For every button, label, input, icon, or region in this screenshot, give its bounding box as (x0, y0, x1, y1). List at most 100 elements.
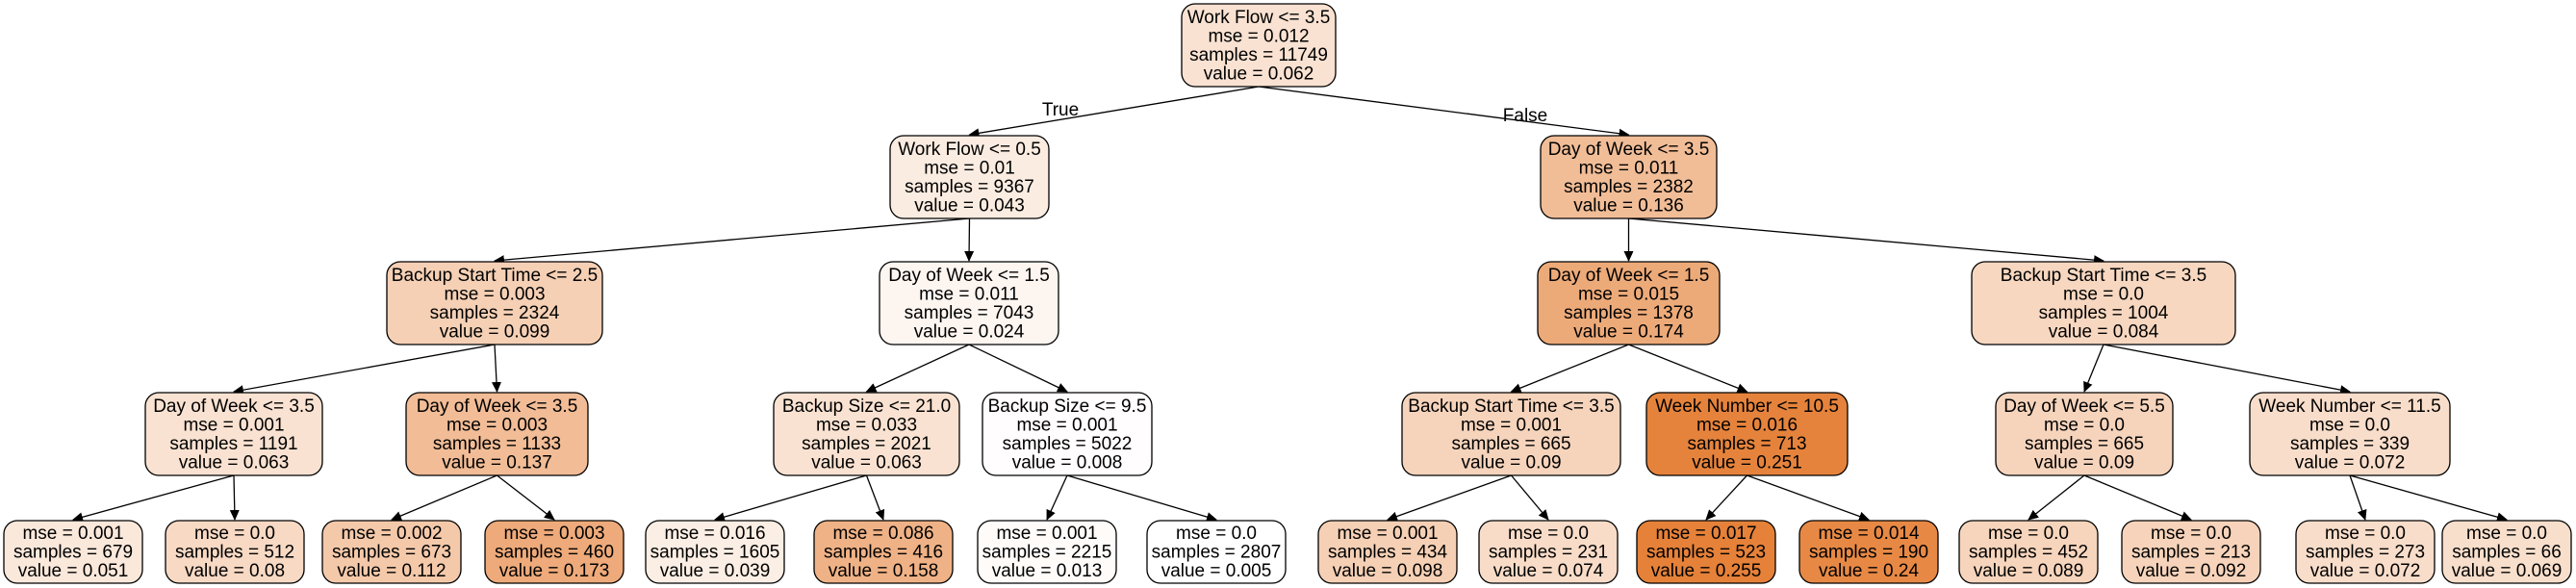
node-stat-line: mse = 0.001 (1016, 415, 1117, 435)
node-box (645, 520, 785, 584)
edge-n8-n18 (497, 474, 555, 521)
node-split-rule: Work Flow <= 3.5 (1187, 8, 1331, 28)
edge-n14-n29 (2349, 474, 2367, 521)
node-stat-line: samples = 339 (2290, 434, 2410, 454)
edge-n9-n19 (714, 474, 867, 522)
node-stat-line: value = 0.255 (1651, 561, 1762, 581)
node-stat-line: value = 0.099 (440, 321, 550, 342)
node-stat-line: mse = 0.0 (1508, 524, 1589, 544)
node-stat-line: value = 0.24 (1819, 561, 1919, 581)
node-stat-line: samples = 9367 (905, 177, 1034, 197)
node-stat-line: samples = 1191 (169, 434, 297, 454)
edge-n9-n20 (865, 474, 885, 521)
node-stat-line: mse = 0.012 (1208, 26, 1309, 46)
node-stat-line: samples = 11749 (1189, 45, 1328, 65)
node-stat-line: mse = 0.0 (1988, 524, 2069, 544)
edge-n1-n3 (494, 217, 970, 266)
node-stat-line: samples = 66 (2452, 543, 2562, 563)
node-stat-line: value = 0.158 (829, 561, 939, 581)
node-stat-line: mse = 0.002 (341, 524, 442, 544)
edge-n11-n24 (1511, 474, 1549, 521)
node-stat-line: value = 0.072 (2310, 561, 2421, 581)
node-box (889, 135, 1050, 219)
node-stat-line: mse = 0.0 (2325, 524, 2406, 544)
node-stat-line: mse = 0.01 (924, 158, 1015, 178)
edge-n5-n12 (1628, 344, 1748, 393)
node-box (1181, 3, 1337, 88)
node-split-rule: Day of Week <= 1.5 (1548, 266, 1710, 286)
edge-label-false: False (1503, 106, 1547, 126)
edge-n4-n10 (968, 344, 1068, 393)
node-box (405, 392, 589, 476)
node-box (1798, 520, 1939, 584)
node-stat-line: value = 0.051 (18, 561, 129, 581)
node-stat-line: value = 0.072 (2295, 452, 2406, 473)
node-stat-line: value = 0.09 (1461, 452, 1561, 473)
node-stat-line: samples = 2382 (1564, 177, 1694, 197)
edge-n7-n16 (229, 474, 240, 521)
node-stat-line: samples = 7043 (905, 303, 1034, 323)
node-stat-line: mse = 0.0 (1176, 524, 1257, 544)
node-split-rule: Day of Week <= 1.5 (888, 266, 1050, 286)
node-box (144, 392, 323, 476)
node-stat-line: samples = 434 (1328, 543, 1448, 563)
node-stat-line: samples = 679 (13, 543, 133, 563)
node-stat-line: mse = 0.033 (816, 415, 917, 435)
node-box (813, 520, 954, 584)
edge-n13-n28 (2083, 474, 2192, 521)
edge-n3-n8 (491, 344, 501, 393)
edge-n11-n23 (1387, 474, 1512, 522)
node-stat-line: value = 0.251 (1692, 452, 1802, 473)
node-stat-line: samples = 2807 (1152, 543, 1282, 563)
node-stat-line: samples = 5022 (1003, 434, 1133, 454)
node-split-rule: Day of Week <= 3.5 (1548, 140, 1710, 160)
edge-label-true: True (1042, 100, 1079, 120)
node-stat-line: value = 0.063 (179, 452, 290, 473)
node-split-rule: Day of Week <= 3.5 (417, 396, 578, 417)
node-box (1995, 392, 2174, 476)
node-stat-line: mse = 0.016 (1696, 415, 1798, 435)
edge-n1-n4 (964, 217, 975, 262)
node-stat-line: mse = 0.003 (503, 524, 604, 544)
node-split-rule: Backup Start Time <= 2.5 (392, 266, 598, 286)
node-stat-line: samples = 512 (175, 543, 294, 563)
node-stat-line: mse = 0.011 (919, 284, 1019, 304)
node-stat-line: samples = 1004 (2039, 303, 2169, 323)
node-box (2295, 520, 2436, 584)
node-stat-line: mse = 0.001 (22, 524, 123, 544)
node-stat-line: mse = 0.0 (2309, 415, 2390, 435)
node-box (1146, 520, 1287, 584)
node-stat-line: samples = 1378 (1564, 303, 1694, 323)
node-stat-line: value = 0.084 (2049, 321, 2159, 342)
node-stat-line: mse = 0.001 (996, 524, 1097, 544)
node-stat-line: value = 0.098 (1333, 561, 1443, 581)
node-stat-line: samples = 452 (1969, 543, 2088, 563)
node-stat-line: value = 0.089 (1974, 561, 2084, 581)
edge-n8-n17 (391, 474, 497, 521)
node-box (879, 261, 1059, 345)
node-stat-line: samples = 523 (1646, 543, 1766, 563)
node-split-rule: Day of Week <= 3.5 (153, 396, 315, 417)
node-stat-line: value = 0.005 (1161, 561, 1272, 581)
node-stat-line: mse = 0.0 (194, 524, 275, 544)
node-split-rule: Week Number <= 11.5 (2258, 396, 2440, 417)
node-box (1478, 520, 1619, 584)
node-stat-line: value = 0.174 (1573, 321, 1684, 342)
node-stat-line: mse = 0.003 (446, 415, 548, 435)
edge-n4-n9 (865, 344, 970, 393)
node-stat-line: mse = 0.001 (183, 415, 284, 435)
edge-n13-n27 (2028, 474, 2085, 521)
node-stat-line: mse = 0.003 (444, 284, 545, 304)
